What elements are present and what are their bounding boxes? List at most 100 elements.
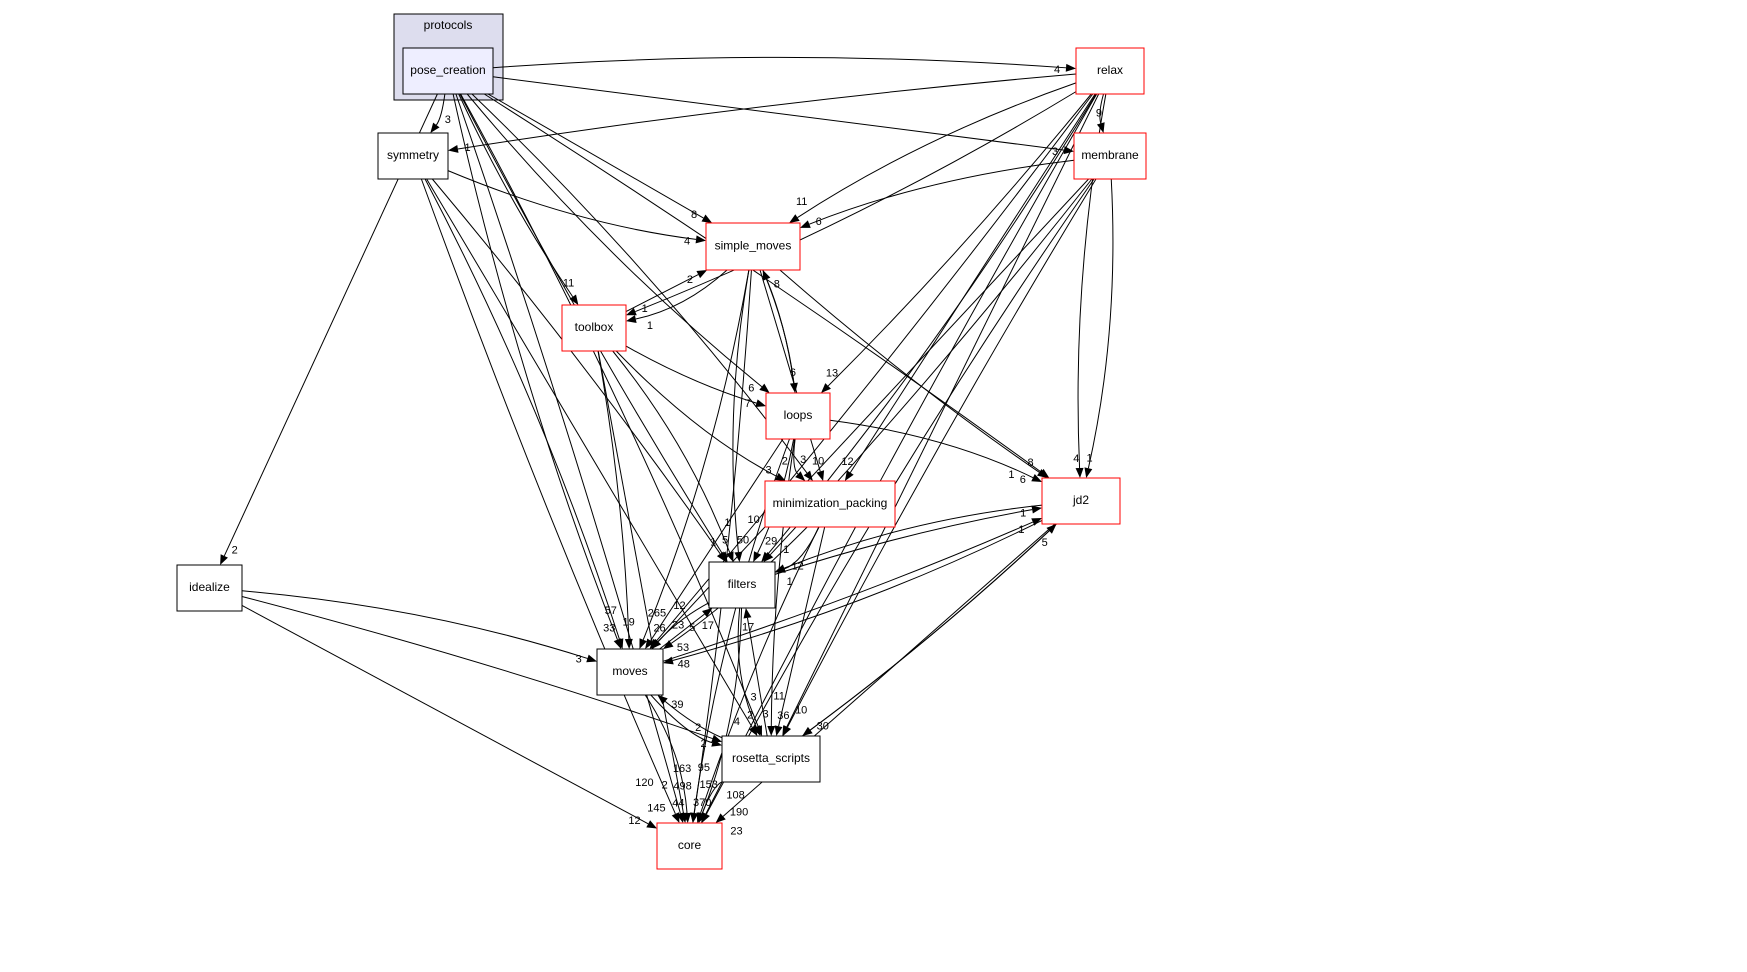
edge-count-label[interactable]: 4 [1054,64,1060,76]
edge-rosetta_scripts-to-core[interactable] [698,781,723,823]
edge-count-label[interactable]: 6 [1020,474,1026,486]
edge-count-label[interactable]: 12 [628,815,640,827]
edge-count-label[interactable]: 5 [722,534,728,546]
edge-toolbox-to-loops[interactable] [625,345,766,407]
edge-count-label[interactable]: 2 [782,456,788,468]
edge-count-label[interactable]: 10 [795,704,807,716]
edge-pose_creation-to-symmetry[interactable] [430,93,446,133]
edge-count-label[interactable]: 2 [747,709,753,721]
edge-count-label[interactable]: 2 [232,544,238,556]
edge-pose_creation-to-simple_moves[interactable] [487,93,713,223]
edge-relax-to-membrane[interactable] [1096,93,1105,133]
edge-relax-to-simple_moves[interactable] [789,82,1077,223]
edge-membrane-to-simple_moves[interactable] [800,159,1075,228]
edge-count-label[interactable]: 10 [812,456,824,468]
edge-count-label[interactable]: 9 [1096,108,1102,120]
edge-pose_creation-to-toolbox[interactable] [458,93,579,305]
node-core[interactable]: core [656,822,723,870]
edge-count-label[interactable]: 1 [724,517,730,529]
edge-simple_moves-to-jd2[interactable] [779,269,1048,478]
edge-count-label[interactable]: 8 [774,279,780,291]
edge-symmetry-to-simple_moves[interactable] [447,170,706,244]
node-filters[interactable]: filters [708,561,776,609]
edge-toolbox-to-simple_moves[interactable] [625,270,708,313]
edge-count-label[interactable]: 17 [702,620,714,632]
node-jd2[interactable]: jd2 [1041,477,1121,525]
edge-count-label[interactable]: 17 [742,622,754,634]
edge-loops-to-moves[interactable] [645,438,784,649]
edge-simple_moves-to-minimization_packing[interactable] [759,269,825,481]
edge-count-label[interactable]: 6 [816,216,822,228]
edge-rosetta_scripts-to-filters[interactable] [743,608,768,737]
edge-pose_creation-to-rosetta_scripts[interactable] [460,93,762,736]
edge-count-label[interactable]: 1 [710,537,716,549]
edge-count-label[interactable]: 1 [647,320,653,332]
edge-pose_creation-to-membrane[interactable] [492,76,1074,155]
edge-count-label[interactable]: 12 [673,600,685,612]
edge-jd2-to-filters[interactable] [775,504,1043,572]
edge-toolbox-to-filters[interactable] [612,350,734,562]
edge-filters-to-moves[interactable] [651,602,710,649]
edge-simple_moves-to-toolbox[interactable] [626,269,728,323]
edge-count-label[interactable]: 30 [817,720,829,732]
edge-pose_creation-to-loops[interactable] [466,93,770,393]
node-moves[interactable]: moves [596,648,664,696]
edge-count-label[interactable]: 6 [748,382,754,394]
edge-count-label[interactable]: 5 [689,622,695,634]
edge-count-label[interactable]: 3 [445,114,451,126]
edge-toolbox-to-minimization_packing[interactable] [615,350,786,481]
edge-moves-to-filters[interactable] [659,608,713,650]
edge-count-label[interactable]: 3 [762,708,768,720]
edge-pose_creation-to-core[interactable] [455,93,685,823]
edge-filters-to-rosetta_scripts[interactable] [737,607,761,736]
edge-count-label[interactable]: 3 [750,691,756,703]
edge-count-label[interactable]: 265 [648,607,666,619]
edge-pose_creation-to-relax[interactable] [492,56,1076,72]
edge-count-label[interactable]: 3 [765,465,771,477]
edge-loops-to-rosetta_scripts[interactable] [767,438,796,736]
node-toolbox[interactable]: toolbox [561,304,627,352]
edge-symmetry-to-moves[interactable] [424,178,624,649]
edge-count-label[interactable]: 39 [671,699,683,711]
edge-count-label[interactable]: 1 [465,142,471,154]
edge-moves-to-core[interactable] [644,694,692,823]
edge-count-label[interactable]: 12 [791,561,803,573]
edge-count-label[interactable]: 4 [734,716,740,728]
edge-simple_moves-to-moves[interactable] [639,269,750,649]
edge-count-label[interactable]: 4 [1073,453,1079,465]
edge-count-label[interactable]: 190 [730,806,748,818]
edge-count-label[interactable]: 44 [672,797,684,809]
node-pose_creation[interactable]: pose_creation [402,47,494,95]
edge-count-label[interactable]: 498 [673,780,691,792]
edge-count-label[interactable]: 53 [677,642,689,654]
edge-loops-to-jd2[interactable] [829,419,1042,483]
node-simple_moves[interactable]: simple_moves [705,222,801,271]
edge-count-label[interactable]: 2 [687,274,693,286]
edge-moves-to-jd2[interactable] [662,518,1042,662]
edge-loops-to-minimization_packing[interactable] [793,438,806,481]
edge-count-label[interactable]: 1 [642,303,648,315]
edge-count-label[interactable]: 8 [691,209,697,221]
edge-idealize-to-rosetta_scripts[interactable] [241,595,722,743]
edge-count-label[interactable]: 120 [635,777,653,789]
edge-count-label[interactable]: 5 [1042,537,1048,549]
edge-relax-to-symmetry[interactable] [448,73,1077,153]
edge-count-label[interactable]: 19 [622,616,634,628]
edge-toolbox-to-moves[interactable] [597,350,633,649]
edge-count-label[interactable]: 8 [1027,457,1033,469]
edge-count-label[interactable]: 57 [605,605,617,617]
edge-relax-to-minimization_packing[interactable] [844,93,1096,481]
edge-count-label[interactable]: 26 [653,623,665,635]
edge-count-label[interactable]: 11 [796,196,807,208]
edge-filters-to-jd2[interactable] [774,505,1042,575]
node-minimization_packing[interactable]: minimization_packing [764,480,896,528]
edge-count-label[interactable]: 163 [673,763,691,775]
edge-count-label[interactable]: 1 [1018,524,1024,536]
edge-idealize-to-moves[interactable] [241,590,597,663]
edge-count-label[interactable]: 13 [826,368,838,380]
edge-count-label[interactable]: 23 [730,826,742,838]
edge-count-label[interactable]: 1 [1020,507,1026,519]
node-rosetta_scripts[interactable]: rosetta_scripts [721,735,821,783]
edge-count-label[interactable]: 36 [777,710,789,722]
edge-minimization_packing-to-rosetta_scripts[interactable] [774,526,826,736]
